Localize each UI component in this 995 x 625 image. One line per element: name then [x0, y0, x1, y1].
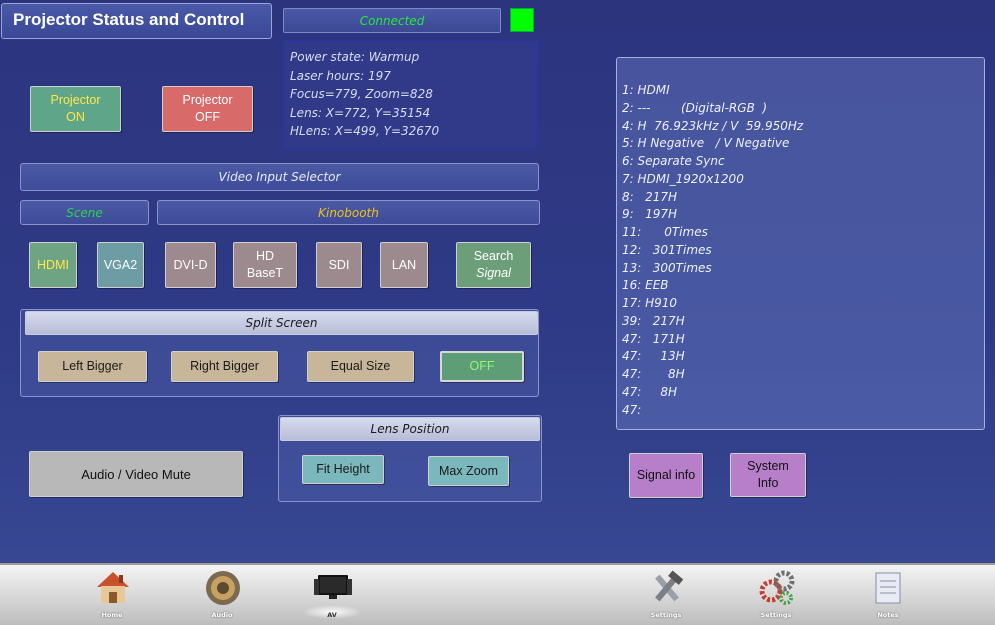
input-dvid-button[interactable]: DVI-D	[165, 242, 216, 288]
dock-home[interactable]: Home	[82, 565, 142, 625]
dock-settings-gears[interactable]: Settings	[746, 565, 806, 625]
equal-size-button[interactable]: Equal Size	[307, 351, 414, 382]
status-line: HLens: X=499, Y=32670	[290, 124, 440, 138]
active-glow	[302, 605, 362, 619]
max-zoom-button[interactable]: Max Zoom	[428, 456, 509, 486]
info-line: 11: 0Times	[622, 225, 708, 239]
dock-notes-label: Notes	[877, 611, 899, 619]
left-bigger-button[interactable]: Left Bigger	[38, 351, 147, 382]
projector-status-panel: Power state: Warmup Laser hours: 197 Foc…	[283, 40, 538, 150]
tools-icon	[655, 570, 684, 602]
input-sdi-button[interactable]: SDI	[316, 242, 362, 288]
info-line: 16: EEB	[622, 278, 669, 293]
right-bigger-button[interactable]: Right Bigger	[171, 351, 278, 382]
info-line: 47:	[622, 402, 642, 417]
info-line: 47: 13H	[622, 349, 685, 364]
system-info-label-1: System	[747, 459, 789, 473]
info-line: 9: 197H	[622, 207, 678, 222]
dock-notes[interactable]: Notes	[858, 565, 918, 625]
status-line: Lens: X=772, Y=35154	[290, 105, 431, 120]
status-line: Laser hours: 197	[290, 68, 391, 83]
speaker-icon	[206, 571, 240, 605]
video-input-selector-header: Video Input Selector	[20, 163, 539, 191]
scene-value[interactable]: Kinobooth	[157, 200, 540, 225]
system-info-label-2: Info	[757, 476, 779, 490]
search-signal-label-1: Search	[473, 249, 514, 263]
dock-audio[interactable]: Audio	[192, 565, 252, 625]
info-line: 1: HDMI	[622, 83, 670, 97]
input-hdbaset-button[interactable]: HD BaseT	[233, 242, 297, 288]
tv-icon	[314, 575, 352, 599]
projector-off-label-2: OFF	[195, 110, 220, 124]
info-line: 17: H910	[622, 296, 678, 310]
hdbaset-label-1: HD	[255, 249, 275, 263]
signal-info-panel: 1: HDMI 2: --- (Digital-RGB ) 4: H 76.92…	[616, 57, 985, 430]
signal-info-button[interactable]: Signal info	[629, 453, 703, 498]
notes-icon	[875, 572, 901, 604]
projector-on-label-2: ON	[66, 110, 85, 124]
info-line: 4: H 76.923kHz / V 59.950Hz	[622, 118, 804, 133]
dock-home-label: Home	[101, 611, 123, 619]
scene-label: Scene	[20, 200, 149, 225]
info-line: 47: 8H	[622, 367, 685, 381]
info-line: 12: 301Times	[622, 242, 712, 257]
info-line: 2: --- (Digital-RGB )	[622, 100, 768, 115]
info-line: 39: 217H	[622, 313, 685, 328]
bottom-dock	[0, 563, 995, 625]
info-line: 8: 217H	[622, 189, 678, 204]
connection-led	[510, 8, 534, 32]
search-signal-label-2: Signal	[476, 266, 511, 280]
info-line: 7: HDMI_1920x1200	[622, 171, 744, 186]
gears-icon	[759, 570, 795, 605]
status-line: Power state: Warmup	[290, 50, 420, 64]
audio-video-mute-button[interactable]: Audio / Video Mute	[29, 451, 243, 497]
hdbaset-label-2: BaseT	[246, 266, 284, 280]
status-line: Focus=779, Zoom=828	[290, 87, 433, 101]
info-line: 6: Separate Sync	[622, 154, 725, 168]
info-line: 13: 300Times	[622, 260, 712, 275]
input-hdmi-button[interactable]: HDMI	[29, 242, 77, 288]
dock-settings-tools[interactable]: Settings	[636, 565, 696, 625]
projector-on-label-1: Projector	[50, 93, 101, 107]
dock-av-label: AV	[327, 611, 337, 619]
info-line: 47: 8H	[622, 384, 678, 399]
dock-settings-tools-label: Settings	[650, 611, 682, 619]
lens-position-header: Lens Position	[280, 417, 540, 441]
page-title: Projector Status and Control	[1, 3, 272, 39]
home-icon	[97, 572, 129, 603]
info-line: 47: 171H	[622, 331, 685, 346]
fit-height-button[interactable]: Fit Height	[302, 455, 384, 484]
connection-status: Connected	[283, 8, 501, 33]
input-lan-button[interactable]: LAN	[380, 242, 428, 288]
dock-settings-gears-label: Settings	[760, 611, 792, 619]
split-off-button[interactable]: OFF	[440, 351, 524, 382]
split-screen-header: Split Screen	[25, 311, 538, 335]
dock-audio-label: Audio	[211, 611, 233, 619]
info-line: 5: H Negative / V Negative	[622, 136, 790, 151]
input-vga2-button[interactable]: VGA2	[97, 242, 144, 288]
dock-av[interactable]: AV	[302, 565, 362, 625]
projector-off-label-1: Projector	[182, 93, 233, 107]
